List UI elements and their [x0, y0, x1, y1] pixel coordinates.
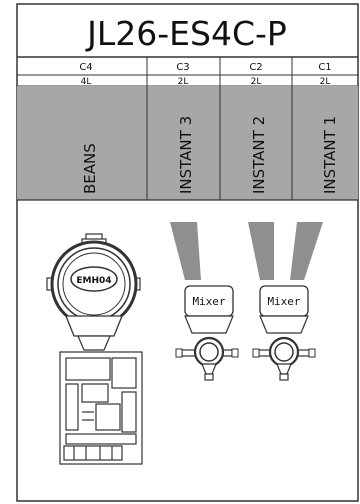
column-code-c4: C4 [79, 62, 92, 73]
column-capacity-c3: 2L [178, 77, 189, 87]
grinder-model-label: EMH04 [76, 276, 111, 286]
instant-chutes [170, 222, 323, 280]
chute-instant-3 [170, 222, 201, 280]
canister-label-beans: BEANS [81, 143, 99, 194]
canister-label-instant-2: INSTANT 2 [250, 116, 268, 194]
chute-instant-2 [248, 222, 274, 280]
column-code-c2: C2 [249, 62, 262, 73]
mixer-label-2: Mixer [267, 295, 300, 308]
mixer-unit [252, 285, 316, 381]
mixer-label-1: Mixer [192, 295, 225, 308]
canister-label-instant-1: INSTANT 1 [321, 116, 339, 194]
grinder-unit [46, 233, 141, 351]
column-capacity-c4: 4L [81, 77, 92, 87]
column-code-c1: C1 [318, 62, 331, 73]
mixer-unit [175, 285, 239, 381]
canister-label-instant-3: INSTANT 3 [177, 116, 195, 194]
column-code-c3: C3 [176, 62, 189, 73]
model-title: JL26-ES4C-P [85, 14, 287, 53]
chute-instant-1 [290, 222, 323, 280]
canister-label-band [17, 86, 358, 200]
column-capacity-c2: 2L [251, 77, 262, 87]
column-capacity-c1: 2L [320, 77, 331, 87]
brewer-unit [59, 351, 143, 465]
